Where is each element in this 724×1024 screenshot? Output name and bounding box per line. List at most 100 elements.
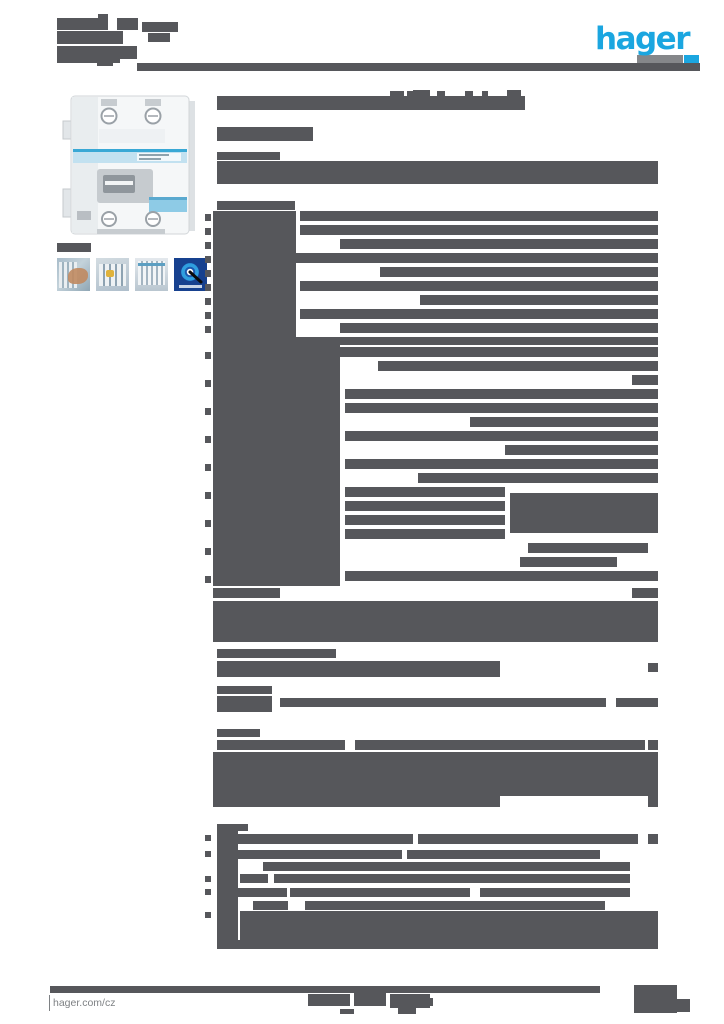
redacted-text-bar: [205, 889, 211, 895]
product-photo-rcbo: [62, 95, 195, 235]
redacted-text-bar: [205, 352, 211, 359]
redacted-text-bar: [205, 228, 211, 235]
redacted-text-bar: [684, 55, 699, 63]
redacted-text-bar: [117, 46, 137, 59]
redacted-text-bar: [300, 309, 658, 319]
redacted-text-bar: [205, 214, 211, 221]
redacted-text-bar: [213, 796, 500, 807]
footer-website-link[interactable]: hager.com/cz: [49, 995, 115, 1011]
redacted-text-bar: [340, 1009, 354, 1014]
redacted-text-bar: [57, 31, 123, 44]
redacted-text-bar: [345, 529, 505, 539]
redacted-text-bar: [253, 901, 288, 910]
redacted-text-bar: [213, 343, 340, 586]
redacted-text-bar: [300, 211, 658, 221]
redacted-text-bar: [528, 543, 648, 553]
redacted-text-bar: [217, 201, 295, 210]
redacted-text-bar: [482, 91, 488, 97]
redacted-text-bar: [274, 874, 630, 883]
hager-logo: hager: [595, 21, 691, 57]
redacted-text-bar: [677, 999, 690, 1012]
redacted-text-bar: [217, 161, 658, 184]
redacted-text-bar: [398, 1008, 416, 1014]
redacted-text-bar: [205, 492, 211, 499]
redacted-text-bar: [137, 63, 700, 71]
redacted-text-bar: [205, 548, 211, 555]
redacted-text-bar: [634, 985, 677, 1013]
redacted-text-bar: [205, 242, 211, 249]
redacted-text-bar: [505, 445, 658, 455]
blue-strip-graphic: [138, 263, 165, 266]
redacted-text-bar: [117, 18, 138, 30]
redacted-text-bar: [205, 436, 211, 443]
redacted-text-bar: [340, 347, 658, 357]
q-logo-icon: [174, 258, 207, 291]
redacted-text-bar: [437, 91, 445, 97]
redacted-text-bar: [507, 90, 521, 97]
redacted-text-bar: [217, 661, 500, 677]
yellow-lever-graphic: [106, 270, 114, 277]
redacted-text-bar: [205, 256, 211, 263]
redacted-text-bar: [217, 152, 280, 160]
thumbnail-quality-mark-logo: [174, 258, 207, 291]
redacted-text-bar: [205, 912, 211, 918]
redacted-text-bar: [205, 326, 211, 333]
redacted-text-bar: [290, 888, 470, 897]
redacted-text-bar: [217, 850, 402, 859]
thumbnail-installation-photo-2: [96, 258, 129, 291]
redacted-text-bar: [280, 698, 606, 707]
redacted-text-bar: [240, 874, 268, 883]
redacted-text-bar: [616, 698, 658, 707]
redacted-text-bar: [407, 850, 600, 859]
redacted-text-bar: [390, 91, 404, 97]
redacted-text-bar: [205, 464, 211, 471]
redacted-text-bar: [354, 992, 386, 1006]
redacted-text-bar: [345, 389, 658, 399]
redacted-text-bar: [296, 253, 658, 263]
redacted-text-bar: [340, 323, 658, 333]
redacted-text-bar: [217, 824, 248, 831]
redacted-text-bar: [632, 375, 658, 385]
product-thumbnails: [57, 258, 207, 291]
redacted-text-bar: [213, 601, 658, 642]
thumbnail-installation-photo-3: [135, 258, 168, 291]
redacted-text-bar: [637, 55, 683, 63]
redacted-text-bar: [205, 835, 211, 841]
redacted-text-bar: [50, 986, 600, 993]
redacted-text-bar: [217, 888, 287, 897]
redacted-text-bar: [217, 96, 525, 110]
redacted-text-bar: [213, 588, 280, 598]
redacted-text-bar: [142, 22, 178, 32]
redacted-text-bar: [205, 284, 211, 291]
redacted-text-bar: [420, 295, 658, 305]
redacted-text-bar: [345, 459, 658, 469]
redacted-text-bar: [418, 834, 638, 844]
redacted-text-bar: [465, 91, 473, 97]
redacted-text-bar: [510, 493, 658, 533]
redacted-text-bar: [205, 576, 211, 583]
redacted-text-bar: [345, 501, 505, 511]
redacted-text-bar: [205, 520, 211, 527]
redacted-text-bar: [632, 588, 658, 598]
redacted-text-bar: [205, 298, 211, 305]
redacted-text-bar: [148, 33, 170, 42]
redacted-text-bar: [407, 91, 414, 97]
redacted-text-bar: [355, 740, 645, 750]
redacted-text-bar: [648, 834, 658, 844]
redacted-text-bar: [390, 994, 430, 1008]
redacted-text-bar: [217, 686, 272, 694]
redacted-text-bar: [205, 851, 211, 857]
redacted-text-bar: [217, 940, 337, 949]
redacted-text-bar: [57, 18, 98, 30]
redacted-text-bar: [57, 243, 91, 252]
redacted-text-bar: [205, 380, 211, 387]
redacted-text-bar: [470, 417, 658, 427]
redacted-text-bar: [205, 876, 211, 882]
redacted-text-bar: [425, 998, 433, 1006]
redacted-text-bar: [413, 90, 430, 97]
redacted-text-bar: [217, 127, 313, 141]
redacted-text-bar: [308, 994, 350, 1006]
redacted-text-bar: [480, 888, 630, 897]
redacted-text-bar: [345, 571, 658, 581]
redacted-text-bar: [300, 225, 658, 235]
